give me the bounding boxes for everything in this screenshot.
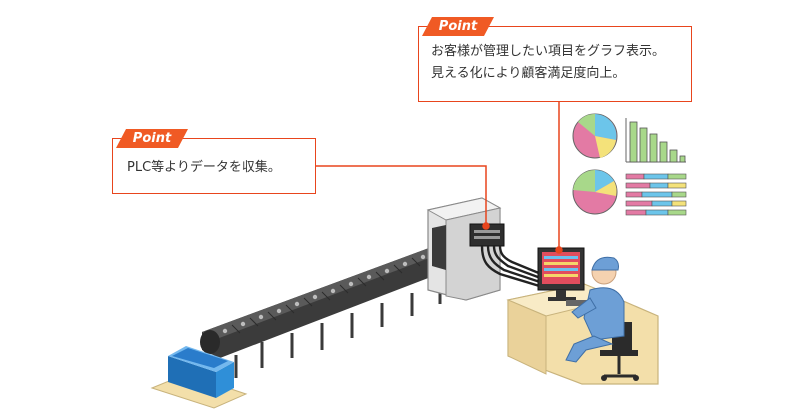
plc-unit [469,223,505,247]
cable-bundle [480,245,547,290]
computer-monitor [537,247,592,306]
callout-top-line-2: 見える化により顧客満足度向上。 [431,66,626,81]
worker-figure [565,256,639,381]
callout-top-tag: Point [422,17,494,36]
conveyor-line [200,238,470,378]
callout-left-tag: Point [116,129,188,148]
callout-left-text: PLC等よりデータを収集。 [127,160,281,175]
callout-top: お客様が管理したい項目をグラフ表示。 見える化により顧客満足度向上。 [418,26,692,102]
bar-chart-icon [625,118,686,163]
callout-top-line-1: お客様が管理したい項目をグラフ表示。 [431,44,666,59]
callout-connectors [316,101,563,254]
pie-chart-icon [572,169,618,215]
office-desk [506,283,659,385]
pie-chart-icon [572,113,618,159]
stacked-bar-chart-icon [625,173,687,216]
product-box [150,346,248,409]
